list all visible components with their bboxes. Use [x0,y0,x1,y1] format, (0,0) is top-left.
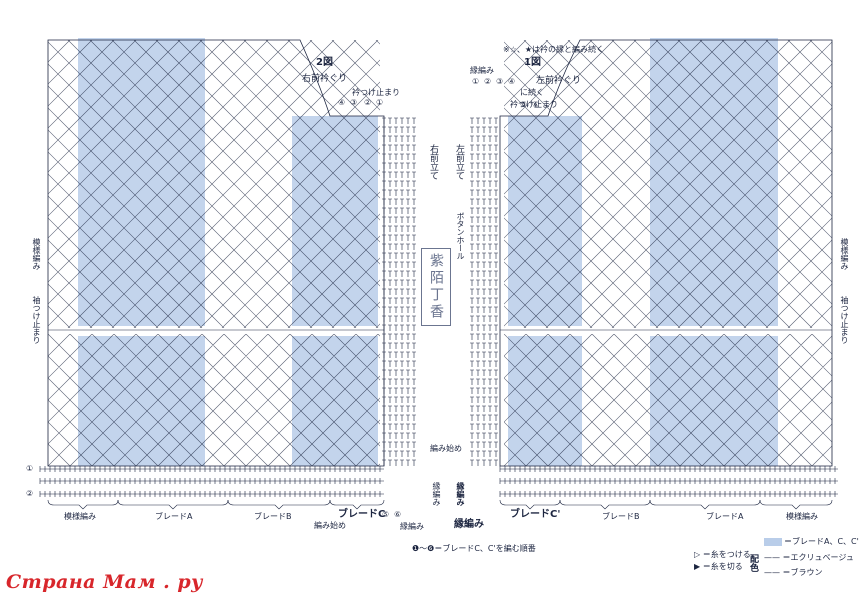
bottom-label-left-2: ブレードB [254,512,292,521]
bottom-label-right-3: 模様編み [786,512,818,521]
row-num-left-4: ⑤ [382,510,390,519]
ecru-line: —— [764,553,783,562]
figure-label-left: 2図 [316,57,333,68]
bottom-braces [47,499,833,510]
row-num-left-0: ④ [338,98,346,107]
stitch-mesh [48,40,832,466]
row-l3 [39,491,384,497]
neckline-label-left: 右前衿ぐり [302,74,348,84]
braid-fill-2 [292,116,378,326]
braid-fill-4 [508,116,582,326]
row-num-left-5: ⑥ [394,510,402,519]
legend-blue-text: ＝ブレードA、C、C' [784,537,859,546]
start-label-bottom-left: 編み始め [314,521,346,530]
right-outline [499,39,833,467]
bottom-label-right-1: ブレードB [602,512,640,521]
row-num-right-2: ③ [496,77,504,86]
left-outline [47,39,385,467]
legend-brown-text: ＝ブラウン [782,568,823,577]
note-top: ※☆、★は衿の縁と編み続く [503,45,605,54]
knit-label-bottom-left: 縁編み [400,522,424,531]
sleeve-stop-left: 袖つけ止まり [32,296,41,344]
mesh-lb [48,334,380,466]
row-num-right-0: ① [472,77,480,86]
legend-attach-text: ＝糸をつける [702,550,751,559]
bottom-stitch-rows [39,466,838,497]
row-num-left-1: ③ [350,98,358,107]
braid-fill-0 [78,38,205,326]
legend-blue-swatch [764,538,782,546]
row-r1 [499,466,838,472]
mesh-rb [504,334,832,466]
row-num-right-4: ⑤ [520,100,528,109]
knit-label-right-vert: 縁編み [456,482,465,506]
row-l2 [39,478,384,484]
start-label-left: 編み始め [430,444,462,453]
brace-3 [329,499,385,510]
brace-1 [117,499,229,510]
braid-fill-7 [650,336,778,466]
legend-cut: ▶ ＝糸を切る [694,562,743,572]
row-num-right-1: ② [484,77,492,86]
row-r2 [499,478,838,484]
pattern-label-left-side: 模様編み [32,238,41,270]
knit-label-left: 縁編み [432,482,441,506]
collar-stop-right: 衿つけ止まり [510,100,558,109]
stitch-col-right [470,117,498,466]
row-num-left-3: ① [376,98,384,107]
row-left-1: ① [26,464,34,473]
bottom-label-right-0: ブレードC' [510,509,561,520]
stamp-seal: 紫陌丁香 [421,248,451,326]
row-left-2: ② [26,489,34,498]
row-l1 [39,466,384,472]
row-r3 [499,491,838,497]
sleeve-stop-right: 袖つけ止まり [840,296,849,344]
brown-line: —— [764,568,783,577]
panel-outline [47,39,833,467]
front-band-label-left: 右前立て [428,144,438,180]
neckline-label-right: 左前衿ぐり [536,76,582,86]
brace-5 [559,499,651,510]
pattern-label-right-side: 模様編み [840,238,849,270]
order-note: ❶～❻＝ブレードC、C'を編む順番 [412,544,536,553]
collar-stop-left: 衿つけ止まり [352,88,400,97]
front-band-label-right: 左前立て [454,144,464,180]
bottom-label-left-1: ブレードA [155,512,193,521]
legend-brown: —— ＝ブラウン [764,568,823,578]
bottom-label-right-2: ブレードA [706,512,744,521]
blue-braid-fill [78,38,778,466]
legend-ecru-text: ＝エクリュベージュ [782,553,854,562]
brace-2 [227,499,331,510]
stamp-text: 紫陌丁香 [428,253,444,321]
brace-6 [649,499,761,510]
brace-4 [499,499,561,510]
edge-label-right: 縁編み [470,66,494,75]
knit-label-bottom-right: 縁編み [454,519,484,530]
stitch-col-left [382,117,416,466]
bottom-label-left-3: ブレードC [338,509,386,520]
cut-icon: ▶ [694,562,703,571]
legend-color-label: 配色 [748,554,758,572]
legend-ecru: —— ＝エクリュベージュ [764,553,854,563]
mesh-lt [48,40,380,328]
brace-7 [759,499,833,510]
button-hole-label: ボタンホール [456,212,465,260]
brace-0 [47,499,119,510]
row-num-left-2: ② [364,98,372,107]
bottom-label-left-0: 模様編み [64,512,96,521]
attach-icon: ▷ [694,550,703,559]
legend-cut-text: ＝糸を切る [702,562,743,571]
row-num-right-5: ⑥ [532,100,540,109]
row-num-right-3: ④ [508,77,516,86]
watermark: Страна Мам . ру [6,571,203,593]
figure-label-right: 1図 [524,57,541,68]
legend-attach: ▷ ＝糸をつける [694,550,751,560]
mesh-rt [504,40,832,328]
continue-label: に続く [520,88,544,97]
braid-fill-1 [78,336,205,466]
